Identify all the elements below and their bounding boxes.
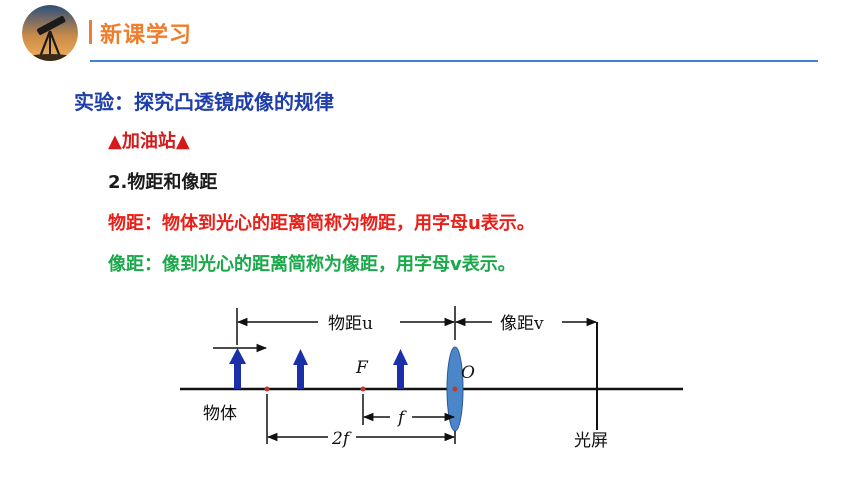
- screen-label: 光屏: [574, 431, 608, 451]
- focal-length-label: f: [396, 408, 407, 428]
- optical-center-point: [452, 386, 458, 392]
- slide-header: 新课学习: [0, 0, 860, 62]
- double-focal-label: 2f: [331, 429, 352, 449]
- experiment-title: 实验：探究凸透镜成像的规律: [74, 90, 334, 114]
- focus-point: [360, 386, 366, 392]
- topic-subtitle: 2.物距和像距: [108, 172, 218, 193]
- header-rule: [90, 60, 818, 62]
- object-arrow: [293, 349, 308, 389]
- double-focus-point: [264, 386, 270, 392]
- image-distance-label: 像距v: [500, 314, 544, 334]
- object-distance-label: 物距u: [328, 314, 373, 334]
- object-label: 物体: [203, 404, 237, 424]
- focus-label: F: [355, 358, 369, 378]
- object-distance-definition: 物距：物体到光心的距离简称为物距，用字母u表示。: [108, 213, 535, 234]
- image-distance-definition: 像距：像到光心的距离简称为像距，用字母v表示。: [108, 254, 516, 275]
- optical-center-label: O: [461, 363, 475, 383]
- section-title: 新课学习: [100, 23, 193, 48]
- object-arrow: [393, 349, 408, 389]
- object-arrow: [229, 348, 246, 389]
- station-heading: ▲加油站▲: [108, 131, 190, 152]
- telescope-icon: [22, 5, 78, 61]
- header-divider: [89, 20, 92, 44]
